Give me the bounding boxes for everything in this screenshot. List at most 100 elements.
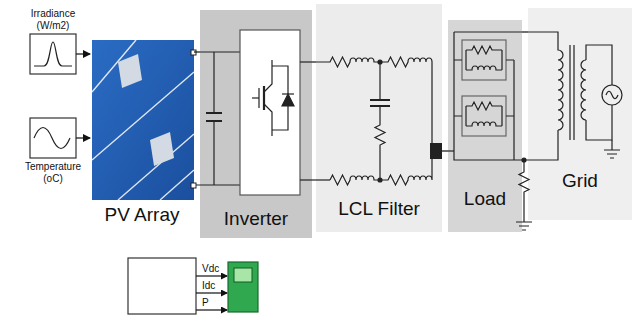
inverter-symbol [264,60,272,92]
grid-symbol [570,45,574,140]
load-symbol [519,160,529,222]
lcl-filter-symbol [316,57,432,143]
lcl-filter-symbol [379,62,380,100]
node-label: Grid [562,170,598,192]
wire-connector [522,31,528,32]
band-background [448,20,522,232]
load-symbol [454,31,522,32]
load-symbol [448,32,558,230]
grid-symbol [581,60,586,120]
node-label: Temperature (oC) [17,161,89,184]
load-symbol [462,96,506,136]
grid-symbol [604,140,620,158]
lcl-filter-symbol [330,159,432,185]
inverter-symbol [196,30,330,195]
load-symbol [466,102,502,110]
inverter-symbol [258,88,259,108]
inverter-symbol [200,51,240,52]
pv-array-symbol [92,40,194,200]
lcl-filter-band: LCL Filter [316,4,442,232]
signal-source-symbol [34,42,72,66]
signal-source-block: Irradiance (W/m2) [30,34,76,74]
node-label: LCL Filter [338,198,420,220]
load-band: Load [448,20,522,232]
load-symbol [454,59,514,60]
signal-source-symbol [30,34,76,74]
load-symbol [466,46,502,54]
pv-array-symbol [160,170,194,200]
pv-array-symbol [191,183,196,188]
grid-symbol [528,32,563,130]
inverter-symbol [213,121,214,185]
node-label: Load [464,188,506,210]
load-symbol [466,50,502,70]
signal-name: Vdc [201,263,220,274]
inverter-symbol [213,52,214,113]
inverter-symbol [252,97,259,98]
load-symbol [513,60,514,160]
scope-symbol [128,258,196,314]
signal-source-symbol [30,34,76,158]
load-symbol [516,222,532,230]
inverter-symbol [282,94,294,106]
signal-name: Idc [201,280,216,291]
wire-connector [194,51,200,52]
load-symbol [454,32,558,160]
inverter-symbol [264,104,272,136]
load-symbol [466,122,502,126]
wire-connector [312,61,316,62]
node-label: PV Array [105,204,180,226]
pv-array-symbol [92,40,196,200]
node-label: Inverter [224,208,288,230]
inverter-symbol [300,179,330,180]
band-background [200,4,632,238]
lcl-filter-symbol [316,57,442,185]
scope-symbol [196,309,227,310]
grid-symbol [586,45,612,85]
signal-source-symbol [34,128,70,149]
band-background [316,4,442,232]
lcl-filter-symbol [378,60,382,64]
load-symbol [466,106,502,126]
inverter-symbol [263,86,265,110]
node-label: Irradiance (W/m2) [20,8,86,31]
grid-symbol [528,32,622,158]
load-symbol [448,150,454,151]
band-background [200,10,312,238]
inverter-band: Inverter [200,10,312,238]
grid-symbol [606,91,618,99]
pv-array-symbol [118,54,142,88]
pv-array-panel: PV Array [90,36,194,232]
scope-symbol [234,268,252,282]
scope-symbol [228,262,258,312]
scope-symbol [196,276,227,310]
load-symbol [466,66,502,70]
pv-array-symbol [92,40,194,200]
lcl-filter-symbol [378,178,382,182]
inverter-symbol [206,112,222,114]
scope-symbol [196,292,227,293]
grid-symbol [586,105,612,140]
inverter-symbol [300,61,312,62]
wire-connector [442,150,448,151]
scope-symbol [196,275,227,276]
load-symbol [462,40,506,80]
grid-symbol [602,85,622,105]
inverter-symbol [272,66,288,94]
inverter-symbol [272,106,288,130]
inverter-symbol [282,93,294,94]
load-symbol [454,115,514,116]
lcl-filter-symbol [375,106,385,180]
lcl-filter-symbol [370,99,390,101]
signal-arrow [76,53,90,54]
scope-symbol [128,258,258,314]
inverter-symbol [240,30,300,195]
signal-name: P [201,297,210,308]
band-background [528,8,632,220]
signal-arrow [76,137,90,138]
pv-array-symbol [150,132,174,166]
signal-source-symbol [30,118,76,158]
